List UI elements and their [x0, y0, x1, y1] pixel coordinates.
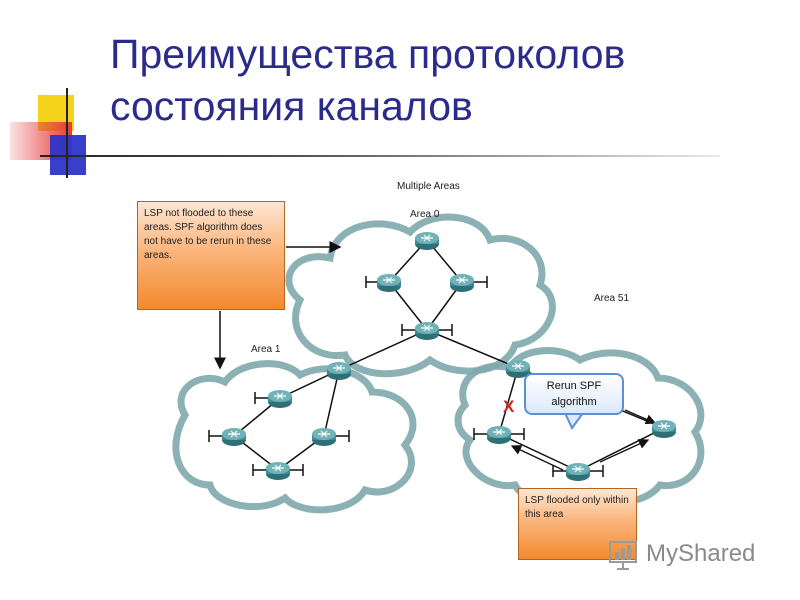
cloud-area51	[454, 347, 705, 506]
router-area1-left	[221, 427, 247, 447]
decor-vertical-line	[66, 88, 68, 178]
router-area0-bottom	[414, 321, 440, 341]
router-area1-top	[267, 389, 293, 409]
area1-label: Area 1	[251, 344, 281, 355]
area51-label: Area 51	[594, 293, 630, 304]
router-area1-bottom	[265, 461, 291, 481]
spf-bubble-line1: Rerun SPF	[546, 380, 602, 392]
router-abr-area1	[326, 361, 352, 381]
router-area51-right	[651, 419, 677, 439]
spf-bubble-line2: algorithm	[551, 396, 597, 408]
stub-networks	[208, 276, 604, 477]
router-area51-bottom	[565, 462, 591, 482]
router-area51-left	[486, 425, 512, 445]
spf-bubble-pointer	[563, 412, 585, 430]
watermark-logo-icon	[609, 541, 637, 570]
title-underline	[40, 155, 720, 157]
rerun-spf-bubble: Rerun SPF algorithm	[524, 373, 624, 415]
watermark-text: MyShared	[646, 540, 756, 567]
callout-lsp-not-flooded: LSP not flooded to these areas. SPF algo…	[137, 201, 285, 310]
router-area0-top	[414, 231, 440, 251]
callout-lsp-flooded: LSP flooded only within this area	[518, 488, 637, 560]
router-area0-left	[376, 273, 402, 293]
router-area1-right	[311, 427, 337, 447]
callout-arrows	[214, 241, 342, 370]
area0-label: Area 0	[410, 209, 440, 220]
diagram-heading: Multiple Areas	[397, 181, 460, 192]
watermark: MyShared	[608, 536, 768, 572]
cloud-area1	[172, 360, 417, 514]
lsp-flood-arrows	[510, 409, 657, 471]
cloud-area0	[285, 213, 556, 378]
slide-title: Преимущества протоколов состояния канало…	[110, 31, 626, 129]
router-area0-right	[449, 273, 475, 293]
failed-link-marker: X	[503, 397, 515, 416]
